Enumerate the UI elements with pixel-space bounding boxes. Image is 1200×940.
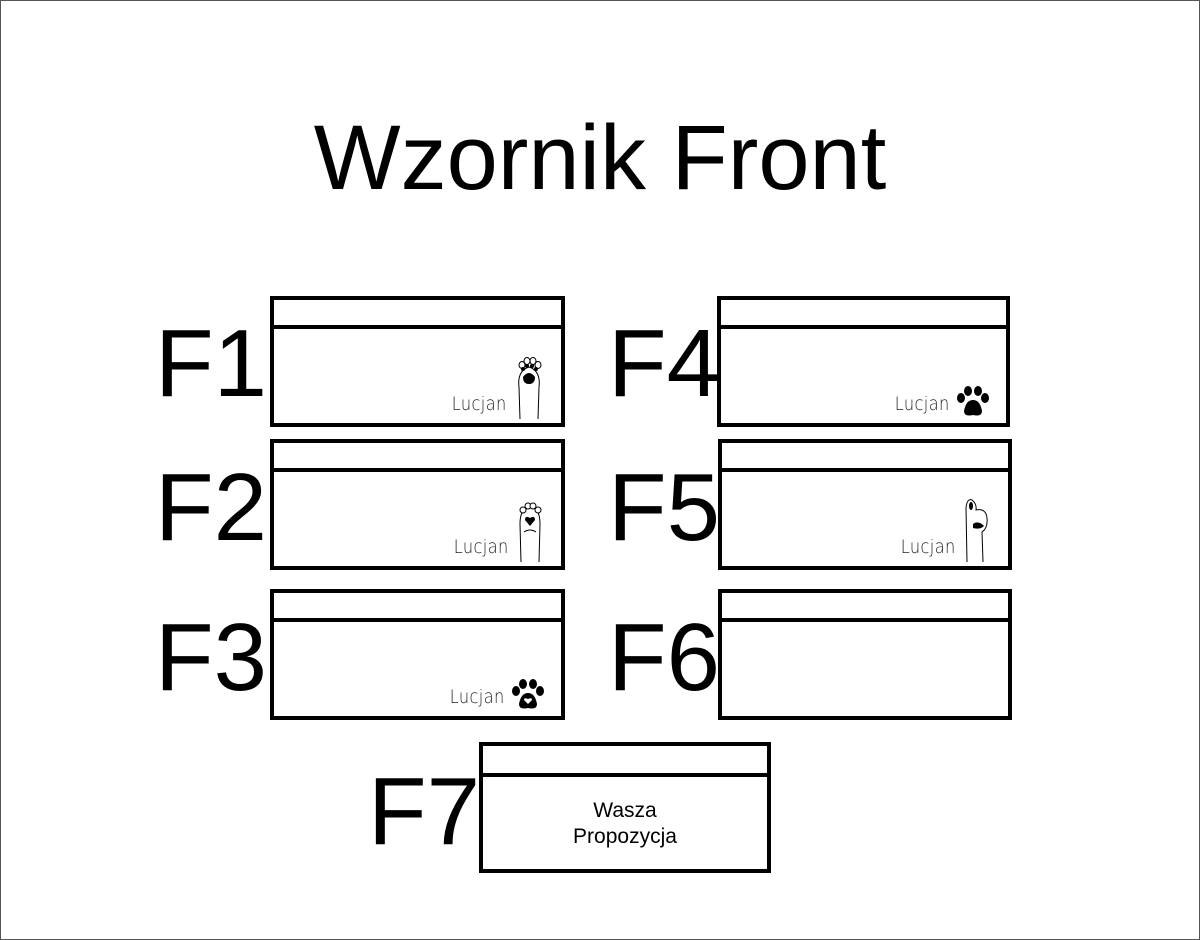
variant-label-f1: F1 <box>155 310 268 417</box>
front-sample-f6 <box>718 589 1012 720</box>
top-strip <box>721 325 1006 329</box>
signature: Lucjan <box>444 500 545 562</box>
custom-proposal-text: Wasza Propozycja <box>483 798 767 850</box>
page-title: Wzornik Front <box>313 107 887 209</box>
top-strip <box>274 325 561 329</box>
variant-label-f7: F7 <box>368 758 481 865</box>
paw-print-icon <box>957 386 989 416</box>
front-sample-f5: Lucjan <box>718 439 1012 570</box>
front-sample-f4: Lucjan <box>717 296 1010 427</box>
front-sample-f2: Lucjan <box>270 439 565 570</box>
cat-paw-side-icon <box>965 499 988 562</box>
signature-text: Lucjan <box>894 393 950 415</box>
signature-text: Lucjan <box>451 393 507 415</box>
variant-label-f5: F5 <box>608 454 721 561</box>
proposal-line-1: Wasza <box>593 799 657 822</box>
proposal-line-2: Propozycja <box>573 825 677 848</box>
top-strip <box>274 618 561 622</box>
paw-print-heart-icon <box>512 679 544 709</box>
signature: Lucjan <box>891 496 992 562</box>
variant-label-f3: F3 <box>155 604 268 711</box>
signature: Lucjan <box>442 357 545 419</box>
variant-label-f4: F4 <box>608 310 721 417</box>
signature-text: Lucjan <box>453 536 509 558</box>
signature-text: Lucjan <box>900 536 956 558</box>
signature: Lucjan <box>440 678 545 712</box>
front-sample-f1: Lucjan <box>270 296 565 427</box>
signature: Lucjan <box>885 385 990 419</box>
top-strip <box>722 618 1008 622</box>
front-sample-f7: Wasza Propozycja <box>479 742 771 873</box>
front-sample-f3: Lucjan <box>270 589 565 720</box>
variant-label-f6: F6 <box>608 604 721 711</box>
signature-text: Lucjan <box>449 686 505 708</box>
top-strip <box>274 468 561 472</box>
cat-paw-raised-icon <box>518 357 542 419</box>
variant-label-f2: F2 <box>155 454 268 561</box>
cat-paw-heart-icon <box>519 502 542 562</box>
top-strip <box>483 773 767 777</box>
top-strip <box>722 468 1008 472</box>
